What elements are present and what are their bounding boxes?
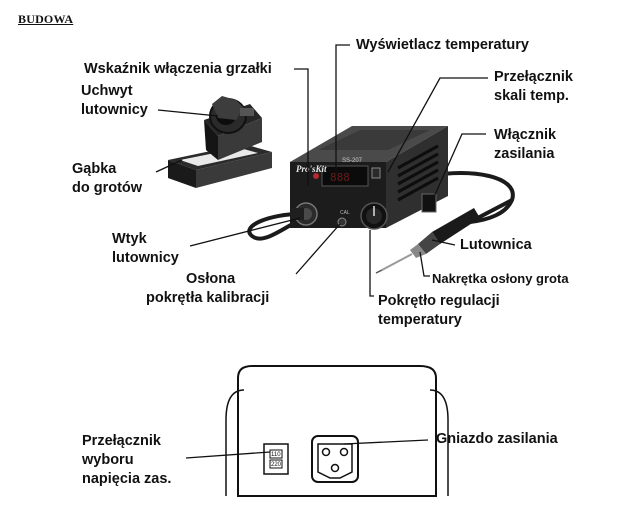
voltage-switch-icon [263,443,289,475]
label-holder-line2: lutownicy [81,102,148,118]
model-text: SS-207 [342,158,363,164]
label-voltage-switch-line1: Przełącznik [82,433,161,449]
soldering-iron [375,198,513,274]
leader-lines [155,44,488,297]
label-scale-switch-line2: skali temp. [494,88,569,104]
label-voltage-switch-line3: napięcia zas. [82,471,172,487]
leader-lines-back [185,439,429,459]
label-power-switch-line2: zasilania [494,146,555,162]
temp-knob-icon [360,202,388,230]
voltage-110-text: 110 [271,452,281,458]
label-holder: Uchwyt lutownicy [81,82,148,120]
back-panel [225,365,449,497]
label-plug: Wtyk lutownicy [112,230,179,268]
label-scale-switch: Przełącznik skali temp. [494,68,573,106]
label-sponge-line2: do grotów [72,180,143,196]
label-temp-knob-line2: temperatury [378,312,462,328]
label-tip-nut: Nakrętka osłony grota [432,271,569,286]
label-temp-display: Wyświetlacz temperatury [356,37,529,53]
label-scale-switch-line1: Przełącznik [494,69,573,85]
temp-display-window [321,165,369,187]
label-temp-knob: Pokrętło regulacji temperatury [378,292,500,330]
iron-holder [204,96,262,160]
power-switch-icon [421,193,437,213]
iron-cable [247,212,301,241]
label-power-socket: Gniazdo zasilania [436,431,558,447]
label-voltage-switch-line2: wyboru [82,452,134,468]
scale-switch-icon [371,167,381,179]
label-plug-line2: lutownicy [112,250,179,266]
label-power-switch: Włącznik zasilania [494,126,556,164]
label-sponge: Gąbka do grotów [72,160,142,198]
label-temp-knob-line1: Pokrętło regulacji [378,293,500,309]
label-cal-cover: Osłona pokrętła kalibracji [146,270,269,308]
display-digits-icon: 888 [330,171,350,184]
label-voltage-switch: Przełącznik wyboru napięcia zas. [82,432,171,489]
cal-text: CAL [340,210,350,216]
brand-text: Pro'sKit [296,164,327,174]
label-iron: Lutownica [460,237,532,253]
iron-plug [290,202,318,226]
voltage-220-text: 220 [271,462,282,468]
heater-led-icon [313,173,319,179]
heading: BUDOWA [18,12,74,26]
label-plug-line1: Wtyk [112,231,147,247]
label-holder-line1: Uchwyt [81,83,133,99]
label-sponge-line1: Gąbka [72,161,117,177]
label-power-switch-line1: Włącznik [494,127,557,143]
label-cal-cover-line1: Osłona [186,271,236,287]
label-heater-indicator: Wskaźnik włączenia grzałki [84,61,272,77]
label-cal-cover-line2: pokrętła kalibracji [146,290,270,306]
